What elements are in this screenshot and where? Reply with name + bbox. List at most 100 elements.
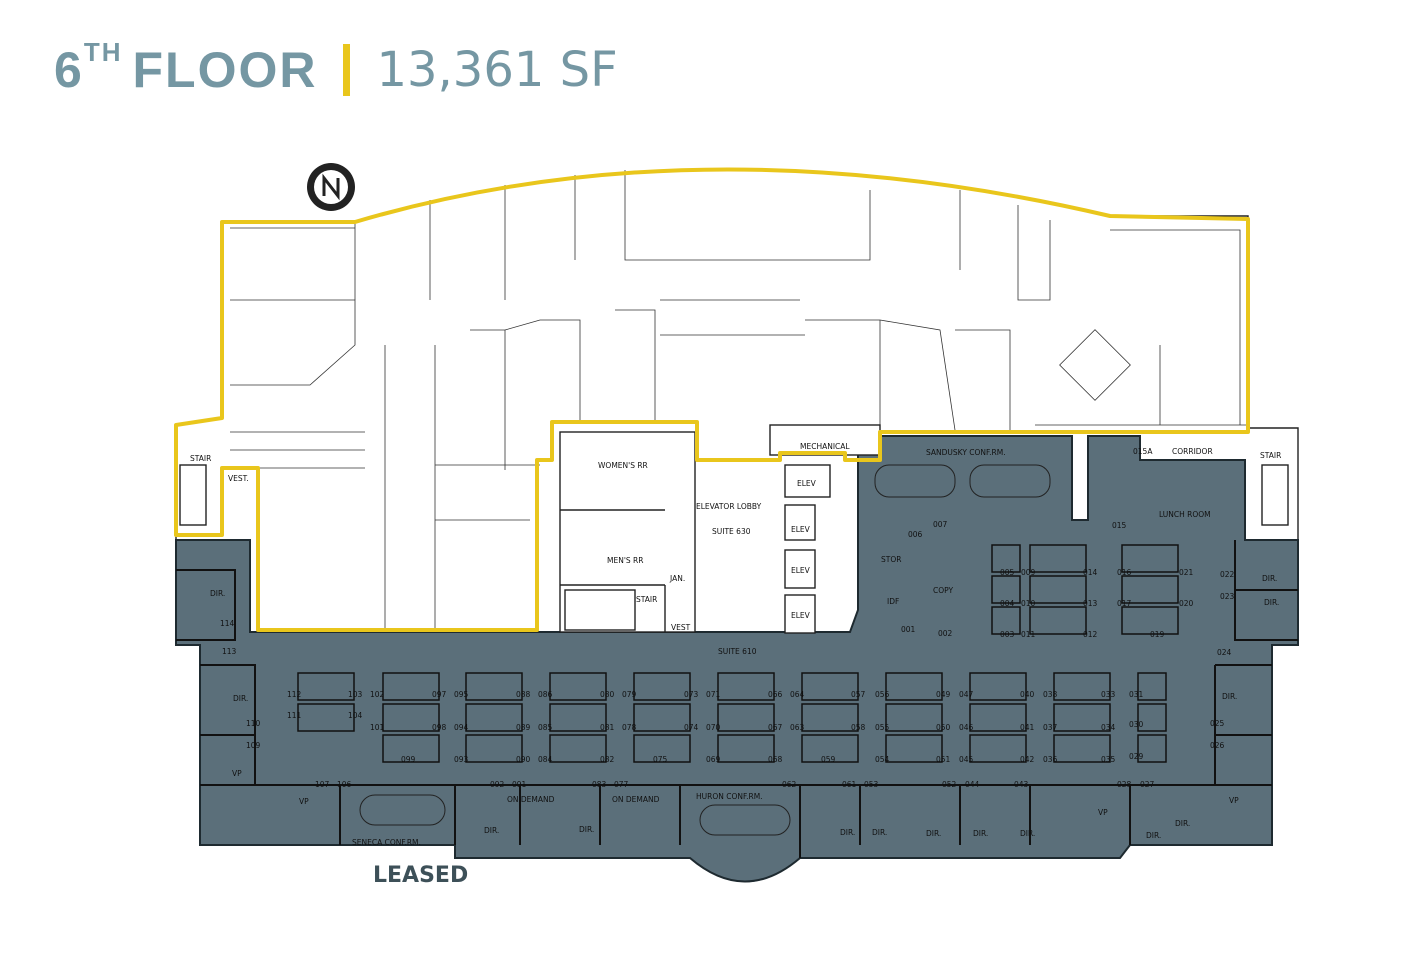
room-label: SUITE 630 <box>712 527 751 536</box>
workstation <box>1137 672 1167 701</box>
workstation-number: 071 <box>706 690 721 699</box>
workstation-number: 013 <box>1083 599 1098 608</box>
workstation-number: 055 <box>875 723 890 732</box>
room-label: ELEV <box>791 525 811 534</box>
workstation-cluster <box>382 672 440 763</box>
room-number: 027 <box>1140 780 1155 789</box>
workstation-number: 030 <box>1129 720 1144 729</box>
workstation-cluster <box>549 672 607 763</box>
workstation-number: 080 <box>600 690 615 699</box>
workstation-number: 066 <box>768 690 783 699</box>
workstation-number: 104 <box>348 711 363 720</box>
workstation-number: 103 <box>348 690 363 699</box>
room-number: 061 <box>842 780 857 789</box>
room-number: 007 <box>933 520 948 529</box>
room-number: 043 <box>1014 780 1029 789</box>
workstation <box>1029 606 1087 635</box>
building-core <box>179 424 1289 634</box>
workstation-number: 014 <box>1083 568 1098 577</box>
workstation-cluster <box>885 672 943 763</box>
room-number: 109 <box>246 741 261 750</box>
workstation-number: 064 <box>790 690 805 699</box>
room-label: SUITE 610 <box>718 647 757 656</box>
room-label: COPY <box>933 586 953 595</box>
workstation <box>1053 703 1111 732</box>
workstation-clusters <box>297 544 1179 763</box>
workstation <box>297 672 355 701</box>
workstation-number: 029 <box>1129 752 1144 761</box>
workstation-cluster <box>969 672 1027 763</box>
room-label: MEN'S RR <box>607 556 643 565</box>
workstation <box>1121 544 1179 573</box>
workstation <box>1053 672 1111 701</box>
room-label: DIR. <box>1262 574 1277 583</box>
workstation <box>717 672 775 701</box>
room-label: STAIR <box>190 454 211 463</box>
workstation-number: 031 <box>1129 690 1144 699</box>
workstation-number: 084 <box>538 755 553 764</box>
workstation-number: 019 <box>1150 630 1165 639</box>
workstation <box>465 672 523 701</box>
room-label: STOR <box>881 555 901 564</box>
room-number: 006 <box>908 530 923 539</box>
room-number: 026 <box>1210 741 1225 750</box>
room-number: 024 <box>1217 648 1232 657</box>
workstation-cluster <box>297 672 355 732</box>
room-number: 001 <box>901 625 916 634</box>
workstation-number: 011 <box>1021 630 1036 639</box>
workstation-number: 073 <box>684 690 699 699</box>
workstation <box>1121 606 1179 635</box>
workstation-number: 063 <box>790 723 805 732</box>
leased-area <box>175 435 1299 883</box>
room-label: WOMEN'S RR <box>598 461 648 470</box>
workstation-number: 045 <box>959 755 974 764</box>
workstation <box>801 734 859 763</box>
room-label: DIR. <box>872 828 887 837</box>
room-label: DIR. <box>1264 598 1279 607</box>
workstation <box>1137 734 1167 763</box>
workstation-number: 004 <box>1000 599 1015 608</box>
workstation-number: 058 <box>851 723 866 732</box>
workstation-cluster <box>801 672 859 763</box>
room-label: DIR. <box>579 825 594 834</box>
room-number: 022 <box>1220 570 1235 579</box>
room-label: STAIR <box>636 595 657 604</box>
room-label: DIR. <box>1175 819 1190 828</box>
room-label: ON DEMAND <box>507 795 555 804</box>
workstation-number: 111 <box>287 711 302 720</box>
interior-walls <box>222 170 1248 630</box>
workstation <box>885 734 943 763</box>
workstation <box>1029 575 1087 604</box>
workstation <box>991 575 1021 604</box>
workstation-number: 037 <box>1043 723 1058 732</box>
room-label: DIR. <box>233 694 248 703</box>
workstation-number: 112 <box>287 690 302 699</box>
room-label: DIR. <box>1146 831 1161 840</box>
workstation-number: 021 <box>1179 568 1194 577</box>
workstation-number: 075 <box>653 755 668 764</box>
room-number: 015A <box>1133 447 1153 456</box>
room-label: VP <box>1229 796 1239 805</box>
workstation-number: 074 <box>684 723 699 732</box>
workstation-cluster <box>465 672 523 763</box>
workstation-number: 097 <box>432 690 447 699</box>
workstation <box>969 734 1027 763</box>
room-label: SANDUSKY CONF.RM. <box>926 448 1006 457</box>
workstation <box>1137 703 1167 732</box>
workstation <box>717 734 775 763</box>
workstation <box>633 672 691 701</box>
workstation-number: 010 <box>1021 599 1036 608</box>
room-label: VEST <box>671 623 691 632</box>
room-number: 028 <box>1117 780 1132 789</box>
workstation <box>633 703 691 732</box>
room-number: 053 <box>864 780 879 789</box>
workstation-number: 041 <box>1020 723 1035 732</box>
workstation <box>801 672 859 701</box>
title-divider <box>343 44 351 96</box>
workstation-number: 098 <box>432 723 447 732</box>
workstation <box>969 672 1027 701</box>
workstation <box>885 672 943 701</box>
workstation <box>717 703 775 732</box>
